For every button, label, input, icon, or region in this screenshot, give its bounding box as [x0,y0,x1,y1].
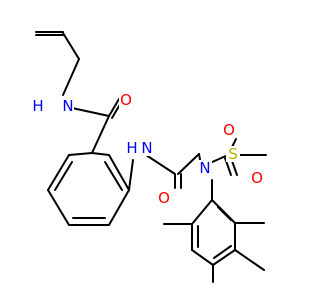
bond [47,189,70,226]
bond [104,161,123,191]
bond [108,189,130,226]
bond [71,107,110,117]
bond [47,154,70,191]
bond [177,153,200,175]
bond [234,249,265,271]
bond [128,159,134,191]
bond [212,249,236,266]
bond [145,154,176,175]
bond [91,115,110,154]
sulfonyl-oxygen-top-label: O [223,121,235,139]
bond [62,58,80,96]
amide-oxygen-label: O [158,189,170,207]
bond [191,249,214,266]
sulfur-label: S [228,145,238,163]
amide-nitrogen-label: N [141,139,152,157]
bond [108,154,130,191]
molecule-structure: N H O N H O N S O O [32,31,267,283]
bond [68,152,93,156]
bond [213,245,232,259]
bond [108,98,120,117]
sulfonyl-oxygen-bottom-label: O [251,169,263,187]
amide-oxygen-label: O [120,91,132,109]
amide-hydrogen-label: H [32,97,43,115]
amide-hydrogen-label: H [126,139,137,157]
bond [54,161,73,191]
bond-lines [35,31,267,283]
sulfonamide-nitrogen-label: N [199,159,210,177]
amide-nitrogen-label: N [62,97,73,115]
bond [217,206,232,221]
bond [91,152,110,156]
bond [191,199,213,225]
bond [62,32,80,60]
atom-labels: N H O N H O N S O O [32,91,264,207]
